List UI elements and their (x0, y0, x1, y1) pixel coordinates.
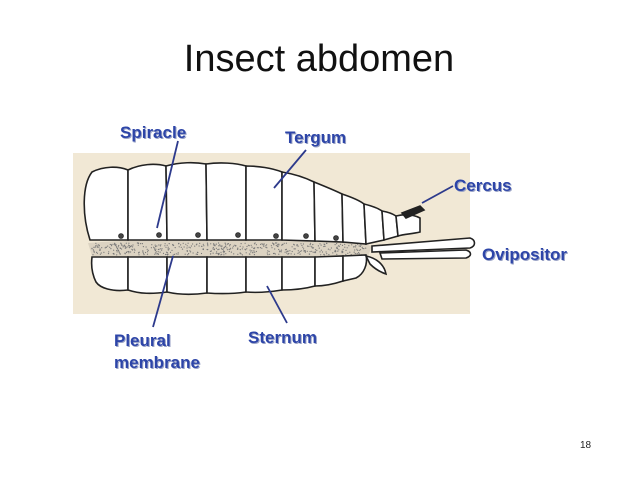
cercus-label: Cercus (454, 176, 512, 195)
spiracle-dots (118, 232, 339, 241)
sternum-leader (266, 285, 288, 324)
spiracle-leader (156, 140, 179, 229)
ovipositor-label: Ovipositor (482, 245, 568, 264)
pleural-membrane-label: Pleural membrane (114, 330, 200, 374)
tergum-label: Tergum (285, 128, 347, 147)
sternal-plates (90, 254, 368, 296)
pleural-membrane-band (88, 239, 372, 257)
pleural-membrane-label-line1: Pleural (114, 331, 171, 350)
sternum-label: Sternum (248, 328, 317, 347)
spiracle-label: Spiracle (120, 123, 187, 142)
pleural-leader (152, 255, 174, 328)
tergum-leader (273, 149, 307, 189)
posterior-structures (364, 205, 476, 276)
pleural-membrane-label-line2: membrane (114, 353, 200, 372)
slide-title: Insect abdomen (183, 38, 455, 80)
cercus-leader (421, 185, 454, 204)
leader-lines (152, 140, 454, 328)
page-number: 18 (580, 440, 592, 451)
tergal-plates (83, 161, 399, 245)
